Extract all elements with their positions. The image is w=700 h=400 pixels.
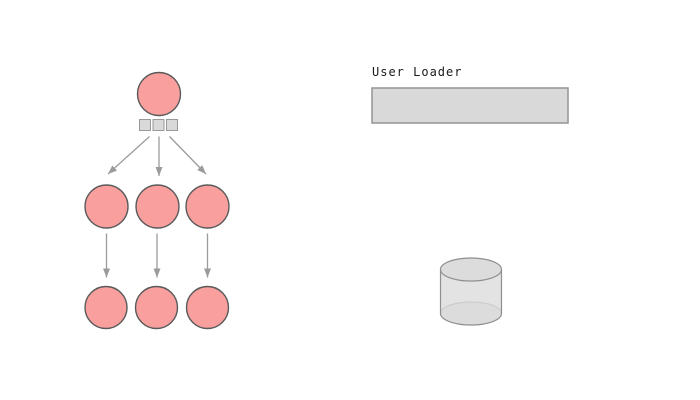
loader-bar: [371, 87, 569, 124]
dispatch-arrow: [169, 136, 207, 175]
queue-square: [166, 119, 178, 131]
worker-node: [135, 184, 180, 229]
result-node: [185, 285, 230, 330]
loader-title: User Loader: [372, 65, 463, 79]
worker-node: [185, 184, 230, 229]
worker-node: [84, 184, 129, 229]
arrows-layer: [103, 136, 211, 278]
nodes-layer: [84, 71, 230, 330]
database-top-ellipse: [439, 257, 503, 282]
dispatch-arrow: [107, 136, 150, 175]
root-user-node: [136, 71, 182, 117]
result-node: [134, 285, 179, 330]
queue-square: [139, 119, 151, 131]
queue-square: [152, 119, 165, 131]
database-layer: [439, 257, 503, 326]
loader-layer: [371, 87, 569, 124]
result-node: [84, 285, 128, 330]
